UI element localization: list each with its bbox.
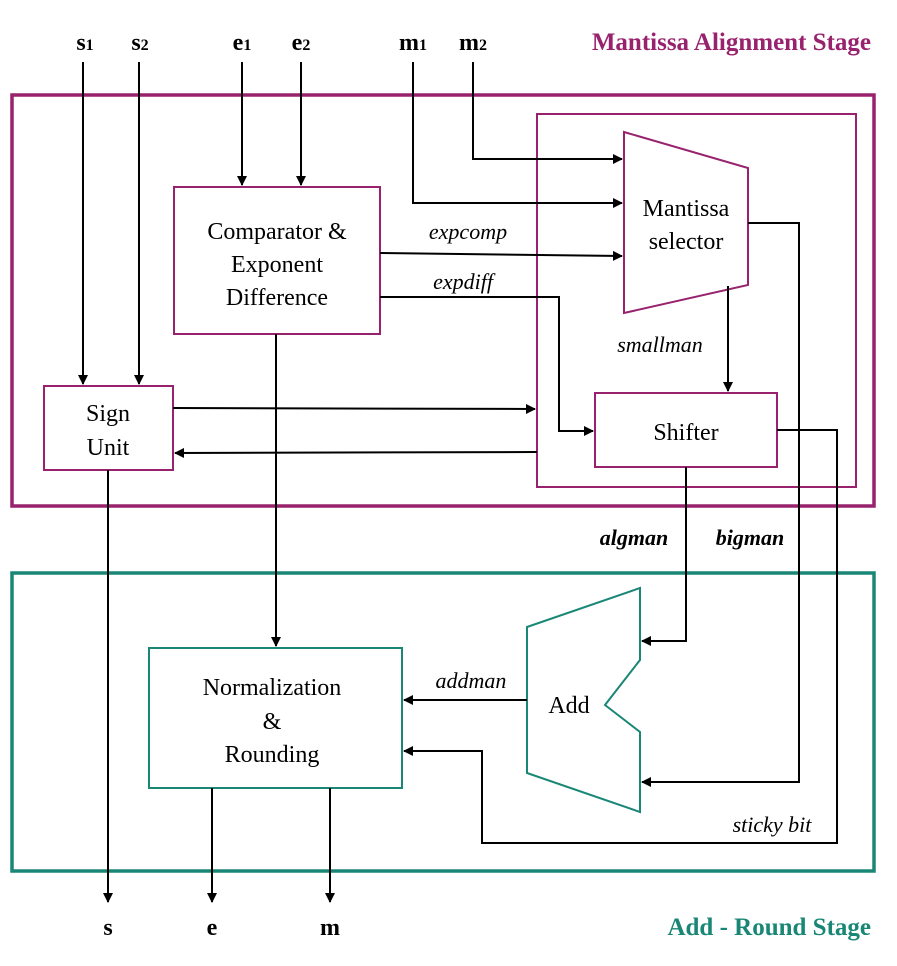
wire-sign-to-subsystem [172, 403, 536, 414]
shifter-label: Shifter [653, 420, 718, 446]
sign-unit-label-line1: Sign [86, 401, 130, 427]
normalization-block: Normalization & Rounding [148, 647, 403, 789]
input-s2-label: s2 [131, 30, 148, 56]
wire-subsystem-to-sign [174, 447, 538, 458]
mantissa-selector-label-line1: Mantissa [643, 196, 730, 222]
sign-unit-block: Sign Unit [43, 385, 174, 471]
output-e-label: e [207, 915, 218, 941]
signal-addman-label: addman [436, 668, 507, 693]
mantissa-selector-block: Mantissa selector [623, 130, 749, 315]
comparator-block: Comparator & Exponent Difference [173, 186, 381, 335]
add-round-stage-frame [10, 571, 876, 873]
signal-algman-label: algman [600, 525, 668, 550]
mantissa-subsystem-frame [536, 113, 857, 488]
input-s1-label: s1 [76, 30, 93, 56]
input-e1-label: e1 [233, 30, 252, 56]
signal-sticky-bit-label: sticky bit [733, 812, 813, 837]
normalization-label-line3: Rounding [225, 742, 320, 768]
wire-algman [641, 467, 687, 646]
input-m2-label: m2 [459, 30, 487, 56]
input-e2-label: e2 [292, 30, 311, 56]
output-s-label: s [103, 915, 112, 941]
stage-title-add-round: Add - Round Stage [667, 914, 871, 941]
wire-bigman [641, 222, 800, 787]
normalization-label-line1: Normalization [203, 675, 342, 701]
normalization-label-line2: & [263, 709, 282, 735]
adder-block: Add [526, 586, 641, 814]
mantissa-selector-label-line2: selector [649, 229, 724, 255]
wire-sticky-bit [403, 429, 838, 844]
wire-expdiff [380, 296, 594, 436]
output-m-label: m [320, 915, 340, 941]
input-m1-label: m1 [399, 30, 427, 56]
signal-expdiff-label: expdiff [433, 269, 496, 294]
adder-label: Add [548, 693, 589, 719]
wire-m2-to-selector [472, 62, 623, 164]
signal-expcomp-label: expcomp [429, 219, 507, 244]
wire-m1-to-selector [412, 62, 623, 208]
wire-expcomp [379, 250, 623, 261]
signal-bigman-label: bigman [716, 525, 784, 550]
signal-smallman-label: smallman [617, 332, 703, 357]
comparator-label-line1: Comparator & [207, 219, 347, 245]
shifter-block: Shifter [594, 392, 778, 468]
sign-unit-label-line2: Unit [87, 435, 130, 461]
mantissa-alignment-stage-frame [10, 93, 876, 508]
stage-title-mantissa-alignment: Mantissa Alignment Stage [592, 29, 871, 56]
comparator-label-line3: Difference [226, 285, 328, 311]
comparator-label-line2: Exponent [231, 252, 323, 278]
